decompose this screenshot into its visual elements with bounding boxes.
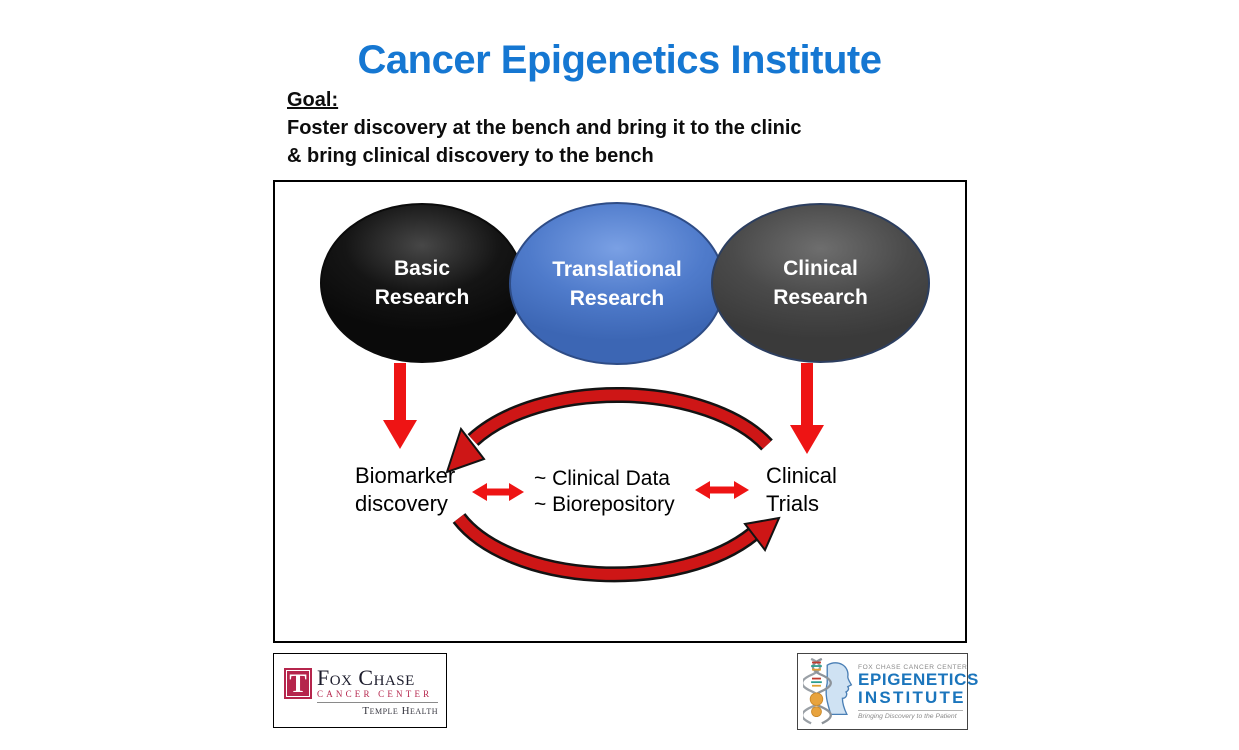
goal-text-line2: & bring clinical discovery to the bench	[287, 145, 654, 167]
goal-label: Goal:	[287, 89, 339, 111]
double-arrow-left	[472, 483, 524, 501]
goal-block: Goal: Foster discovery at the bench and …	[287, 86, 802, 170]
loop-arc-bottom	[454, 514, 757, 580]
epigenetics-logo-text: FOX CHASE CANCER CENTER EPIGENETICS INST…	[858, 663, 979, 720]
epi-name-line2: INSTITUTE	[858, 687, 966, 707]
label-clinical-trials: Clinical Trials	[766, 463, 837, 516]
fox-chase-logo: T Fox Chase CANCER CENTER Temple Health	[273, 653, 447, 728]
ellipse-translational-research-label: Translational Research	[552, 257, 682, 310]
label-clinical-data-biorepository: ~ Clinical Data ~ Biorepository	[534, 467, 675, 516]
down-arrow-left	[383, 363, 417, 449]
epi-tagline: Bringing Discovery to the Patient	[858, 712, 957, 720]
flow-arrows	[383, 363, 824, 583]
double-arrow-right	[695, 481, 749, 499]
epigenetics-logo: FOX CHASE CANCER CENTER EPIGENETICS INST…	[797, 653, 979, 730]
ellipse-clinical-research: Clinical Research	[711, 203, 930, 363]
dna-helix-face-icon	[803, 657, 853, 724]
epi-parent-label: FOX CHASE CANCER CENTER	[858, 663, 968, 671]
fox-chase-divider	[317, 702, 438, 703]
fox-chase-name: Fox Chase	[317, 665, 415, 690]
temple-health-label: Temple Health	[362, 705, 438, 717]
loop-arc-top	[469, 389, 772, 449]
label-biomarker-discovery: Biomarker discovery	[355, 463, 456, 516]
down-arrow-right	[790, 363, 824, 454]
epi-name-line1: EPIGENETICS	[858, 669, 979, 689]
slide-title: Cancer Epigenetics Institute	[357, 38, 882, 82]
fox-chase-logo-text: Fox Chase CANCER CENTER Temple Health	[317, 665, 438, 717]
temple-t-monogram-icon: T	[284, 668, 312, 699]
ellipse-basic-research: Basic Research	[320, 203, 524, 363]
loop-arrowhead-right	[743, 516, 781, 552]
diagram-box: Basic Research Translational Research Cl…	[273, 180, 967, 643]
fox-chase-subname: CANCER CENTER	[317, 689, 433, 699]
goal-text-line1: Foster discovery at the bench and bring …	[287, 117, 802, 139]
ellipse-clinical-research-label: Clinical Research	[773, 257, 868, 309]
loop-arrowhead-left	[445, 426, 486, 474]
epi-divider	[858, 709, 963, 711]
ellipse-basic-research-label: Basic Research	[374, 257, 470, 309]
